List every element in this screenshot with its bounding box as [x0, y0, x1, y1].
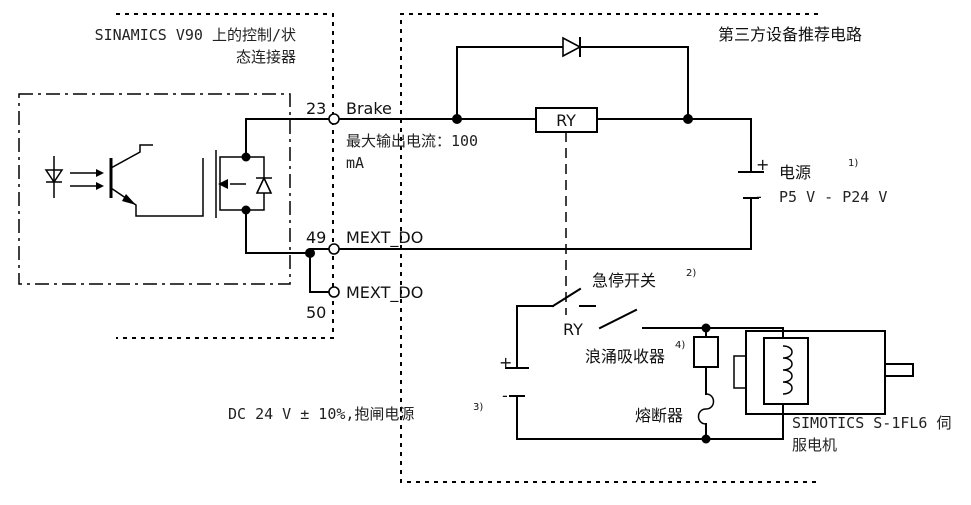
photo-diode-symbol	[44, 156, 64, 198]
relay-contact-label: RY	[563, 320, 583, 339]
power-supply-footnote: 1)	[848, 158, 858, 169]
terminal-23	[328, 113, 340, 125]
flyback-diode	[452, 36, 693, 124]
mosfet-switch-symbol	[215, 118, 273, 254]
left-box-title-line1: SINAMICS V90 上的控制/状	[95, 26, 296, 44]
power-supply-range: P5 V - P24 V	[779, 188, 887, 206]
surge-absorber-footnote: 4)	[675, 340, 685, 351]
terminal-23-name: Brake	[346, 99, 392, 118]
terminal-49	[328, 243, 340, 255]
relay-coil: RY	[535, 107, 598, 133]
surge-absorber	[693, 336, 719, 368]
brake-supply-plus: +	[499, 353, 512, 372]
optocoupler-module-box	[18, 93, 291, 285]
emergency-stop-label: 急停开关	[592, 271, 656, 290]
right-box-title: 第三方设备推荐电路	[718, 25, 862, 44]
brake-supply-battery	[505, 367, 529, 397]
brake-supply-footnote: 3)	[473, 402, 483, 413]
phototransistor-symbol	[109, 144, 204, 217]
left-box-title-line2: 态连接器	[236, 48, 296, 66]
terminal-23-number: 23	[306, 99, 326, 118]
brake-supply-label: DC 24 V ± 10%,抱闸电源	[228, 405, 414, 423]
fuse-label: 熔断器	[635, 406, 683, 425]
terminal-50-name: MEXT_DO	[346, 283, 423, 303]
fuse-symbol	[697, 393, 715, 425]
motor-label-line1: SIMOTICS S-1FL6 伺	[792, 414, 952, 432]
emergency-stop-footnote: 2)	[686, 268, 696, 279]
max-current-line2: mA	[346, 154, 364, 172]
terminal-50	[328, 286, 340, 298]
servo-motor-symbol	[733, 327, 914, 440]
terminal-50-number: 50	[306, 303, 326, 322]
light-arrows-icon	[70, 169, 104, 190]
power-supply-minus: -	[756, 187, 762, 206]
terminal-49-name: MEXT_DO	[346, 228, 423, 248]
brake-supply-circuit	[516, 287, 784, 444]
motor-label-line2: 服电机	[792, 436, 837, 454]
power-supply-label: 电源	[779, 163, 811, 182]
relay-coil-label: RY	[556, 111, 576, 130]
max-current-line1: 最大输出电流：100	[346, 132, 478, 150]
sinamics-connector-boundary	[116, 13, 334, 339]
brake-supply-minus: -	[502, 386, 508, 405]
power-supply-plus: +	[756, 155, 769, 174]
power-supply-battery	[738, 171, 764, 199]
terminal-49-number: 49	[306, 228, 326, 247]
brake-circuit-wire	[245, 118, 752, 293]
surge-absorber-label: 浪涌吸收器	[585, 347, 665, 366]
junction-49-50	[305, 248, 315, 258]
